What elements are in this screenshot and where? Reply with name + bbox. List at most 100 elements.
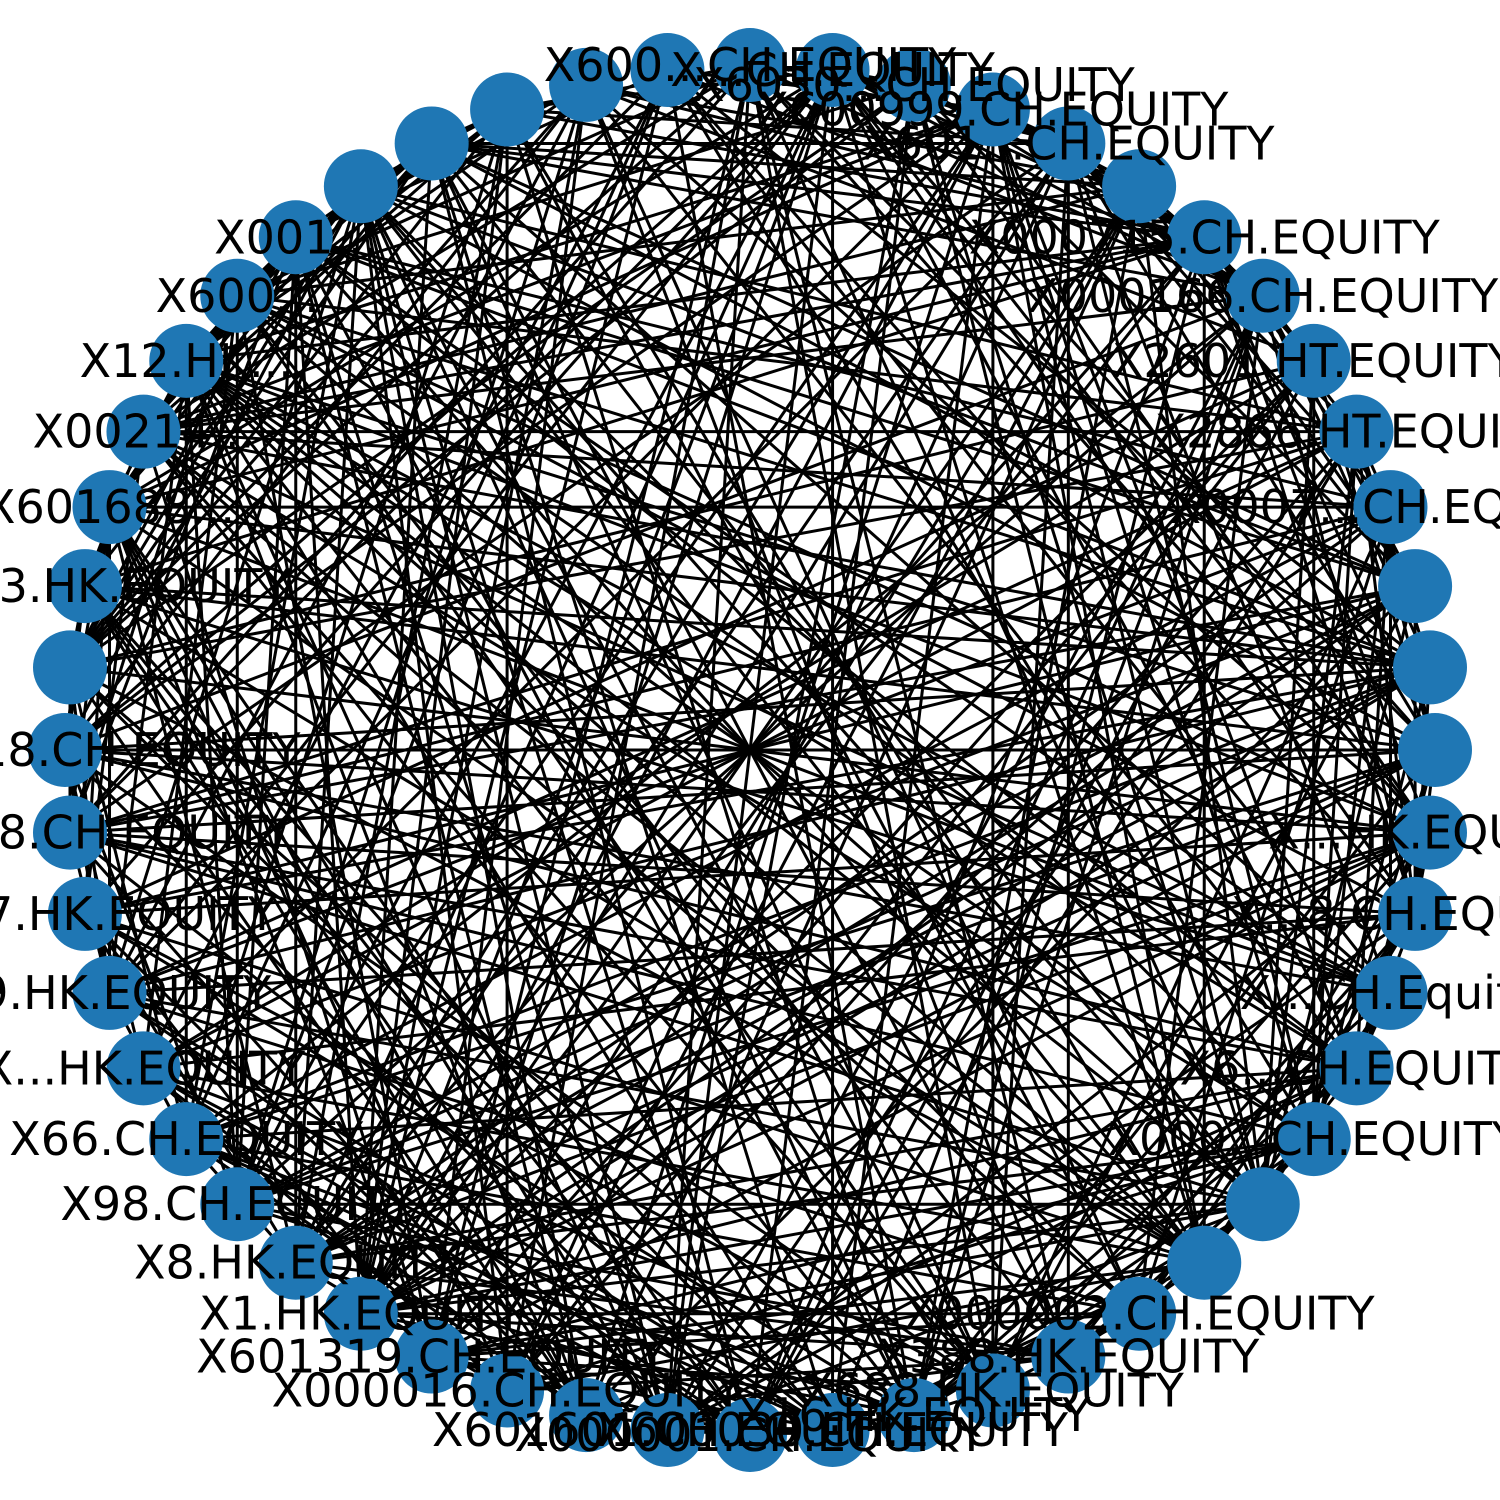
edge xyxy=(831,69,1417,915)
node-label: X16.HK.EQUITY xyxy=(738,1388,1092,1442)
edge xyxy=(63,185,363,751)
edge xyxy=(1413,667,1432,915)
edge xyxy=(748,63,1437,752)
node-15 xyxy=(549,47,624,122)
edge xyxy=(69,831,1416,916)
node-label: X688.HK.EQUITY xyxy=(802,1363,1185,1417)
node-layer xyxy=(28,28,1472,1472)
edge xyxy=(991,109,1206,1264)
node-label: X8.HK.EQUITY xyxy=(134,1236,458,1290)
edge xyxy=(912,831,1432,1417)
node-label: X00214... xyxy=(33,405,255,459)
node-label: X601688... xyxy=(0,480,235,534)
node-label: X600999.CH.EQUITY xyxy=(757,83,1229,137)
node-39 xyxy=(713,1398,787,1472)
edge xyxy=(360,584,1416,1315)
edge xyxy=(748,64,1070,1357)
edge xyxy=(992,108,1206,239)
edge xyxy=(585,83,1315,363)
edge xyxy=(84,584,1431,669)
edge xyxy=(185,359,995,1392)
edge xyxy=(236,294,1358,1070)
node-46 xyxy=(1225,1167,1300,1242)
edge xyxy=(185,185,362,362)
edge xyxy=(142,430,995,1392)
edge xyxy=(1202,236,1432,834)
edge xyxy=(63,749,111,994)
edge xyxy=(108,506,669,1431)
edge xyxy=(584,83,1358,1070)
node-label: X...HK.EQUITY xyxy=(1268,806,1500,860)
edge xyxy=(431,141,1140,188)
node-13 xyxy=(713,28,787,102)
edge xyxy=(185,1137,915,1417)
node-0 xyxy=(1398,713,1472,787)
edge xyxy=(991,109,1265,1205)
edge xyxy=(1261,992,1392,1206)
edge xyxy=(184,185,363,1140)
edge xyxy=(359,143,434,1314)
edge xyxy=(108,506,588,1416)
edge xyxy=(666,69,1316,1140)
edge xyxy=(235,295,434,1357)
edge xyxy=(84,912,915,1417)
edge xyxy=(359,359,1315,1315)
edge xyxy=(585,585,1417,1417)
node-label: X2866.HT.EQUITY xyxy=(1155,405,1500,459)
edge xyxy=(430,143,834,1431)
edge xyxy=(69,831,834,1432)
node-51 xyxy=(1393,795,1468,870)
node-29 xyxy=(72,955,147,1030)
edge xyxy=(108,991,751,1437)
edge xyxy=(294,186,363,1263)
edge xyxy=(1066,142,1392,994)
edge xyxy=(185,1137,1140,1316)
node-14 xyxy=(630,32,705,107)
edge xyxy=(912,185,1141,1416)
edge xyxy=(184,360,834,1431)
edge xyxy=(665,64,752,1431)
edge xyxy=(109,991,1140,1316)
node-48 xyxy=(1319,1031,1394,1106)
edge xyxy=(1355,431,1432,668)
node-label: X601818.CH.EQUITY xyxy=(0,723,301,777)
edge xyxy=(143,184,1140,434)
node-label: X601...CH.EQUITY xyxy=(862,116,1275,170)
edge xyxy=(1312,431,1359,1140)
node-label: X600...CH.EQUITY xyxy=(544,38,957,92)
edge xyxy=(83,585,588,1416)
node-43 xyxy=(1031,1319,1106,1394)
edge xyxy=(430,831,1431,1358)
edge xyxy=(359,69,669,1315)
node-label: X000715.CH.EQUITY xyxy=(969,210,1441,264)
edge xyxy=(294,108,995,1264)
edge xyxy=(63,748,752,1437)
node-20 xyxy=(200,258,275,333)
node-10 xyxy=(955,72,1030,147)
node-32 xyxy=(200,1167,275,1242)
node-label: X0007...CH.EQUITY xyxy=(1170,480,1500,534)
edge xyxy=(142,142,1070,1070)
node-label: X1.HK.EQUITY xyxy=(199,1287,523,1341)
node-3 xyxy=(1353,470,1428,545)
edge xyxy=(584,185,1141,1416)
edge xyxy=(69,831,1315,1141)
edge xyxy=(64,294,1264,752)
edge xyxy=(294,236,1358,1070)
edge xyxy=(185,359,1141,1315)
node-19 xyxy=(258,200,333,275)
edge xyxy=(84,359,1315,916)
edge xyxy=(666,295,1265,1431)
node-33 xyxy=(258,1225,333,1300)
node-label: X000002.CH.EQUITY xyxy=(904,1287,1376,1341)
node-26 xyxy=(28,713,102,787)
node-label: X600030.CH.EQUITY xyxy=(597,1403,1069,1457)
edge xyxy=(666,912,1416,1432)
node-6 xyxy=(1225,258,1300,333)
edge xyxy=(69,831,1357,1070)
node-label: X601601.CH.EQUITY xyxy=(432,1403,904,1457)
node-label: X00048.CH.EQUITY xyxy=(0,806,292,860)
node-16 xyxy=(470,72,545,147)
node-23 xyxy=(72,470,147,545)
edge xyxy=(359,185,752,1436)
